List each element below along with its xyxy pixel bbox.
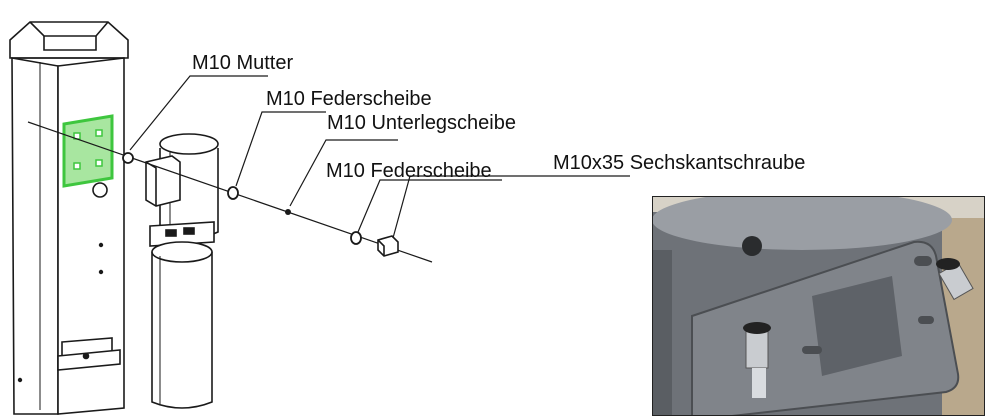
leader-lines: [129, 75, 630, 239]
label-m10x35-hex-bolt: M10x35 Sechskantschraube: [553, 152, 806, 174]
installed-bracket-photo: [652, 196, 985, 416]
label-m10-flat-washer: M10 Unterlegscheibe: [327, 112, 516, 134]
pillar: [9, 21, 129, 415]
label-m10-nut: M10 Mutter: [192, 52, 294, 74]
nut: [122, 152, 134, 164]
mounting-bracket: [62, 114, 114, 188]
hex-bolt: [377, 235, 399, 257]
label-m10-spring-washer-2: M10 Federscheibe: [326, 160, 492, 182]
spring-washer: [350, 231, 362, 245]
spring-washer: [227, 186, 239, 200]
label-m10-spring-washer-1: M10 Federscheibe: [266, 88, 432, 110]
flat-washer: [285, 209, 291, 215]
motor-pump-unit: [145, 133, 219, 409]
